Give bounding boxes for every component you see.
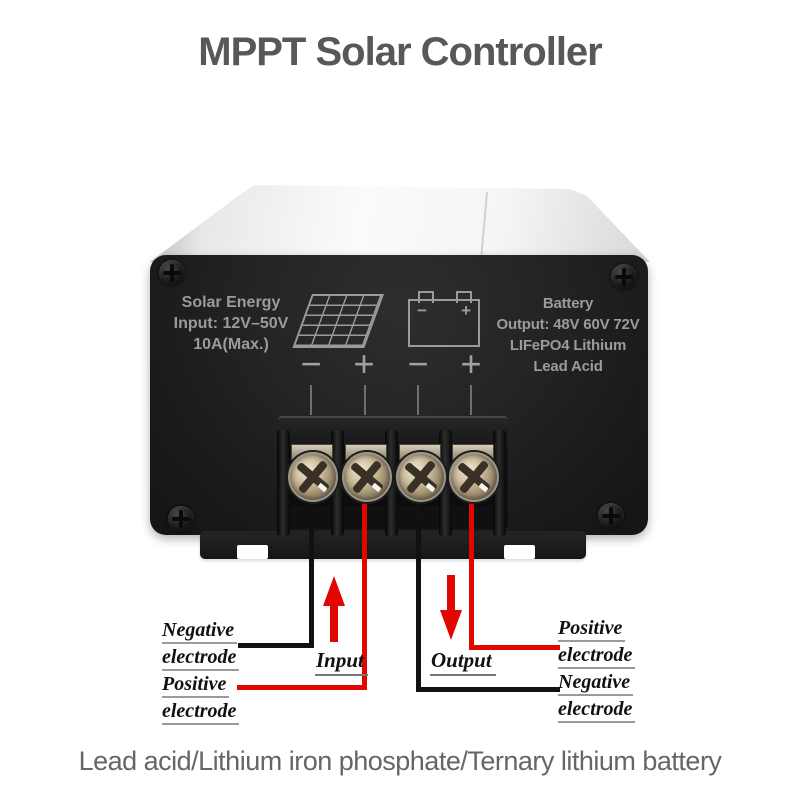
- terminal-divider-fin: [493, 430, 506, 536]
- terminal-polarity-mark: −: [407, 343, 429, 384]
- electrode-label: electrode: [558, 699, 636, 723]
- electrode-label: electrode: [162, 647, 240, 671]
- terminal-screw-icon: [341, 444, 392, 508]
- arrow-shaft: [447, 575, 455, 612]
- wire-input-negative: [238, 643, 314, 648]
- solar-spec-line: 10A(Max.): [193, 336, 269, 353]
- electrode-label: Negative: [558, 672, 634, 696]
- terminal-divider-fin: [331, 430, 344, 536]
- battery-icon: − +: [408, 291, 480, 347]
- battery-output-spec: Battery Output: 48V 60V 72V LIFePO4 Lith…: [484, 293, 652, 377]
- right-electrode-labels: Positive electrode Negative electrode: [558, 618, 636, 726]
- screw-head: [342, 452, 392, 502]
- electrode-label: Positive: [162, 674, 230, 698]
- wire-input-positive: [362, 486, 367, 690]
- battery-spec-line: LIFePO4 Lithium: [509, 337, 627, 354]
- terminal-polarity-mark: −: [300, 343, 322, 384]
- solar-input-spec: Solar Energy Input: 12V–50V 10A(Max.): [150, 292, 312, 355]
- page-title: MPPT Solar Controller: [198, 30, 603, 74]
- screw-head: [449, 452, 499, 502]
- battery-body: − +: [408, 299, 480, 347]
- left-electrode-labels: Negative electrode Positive electrode: [162, 620, 240, 728]
- terminal-tick: [310, 385, 312, 415]
- battery-minus-sign: −: [417, 301, 427, 320]
- screw-head: [288, 452, 338, 502]
- terminal-divider-fin: [277, 430, 290, 536]
- corner-screw-icon: [598, 503, 624, 529]
- wire-output-positive: [469, 486, 474, 650]
- arrow-head: [440, 610, 462, 640]
- terminal-tick: [417, 385, 419, 415]
- terminal-tick: [364, 385, 366, 415]
- battery-terminal-tab: [418, 291, 434, 303]
- input-arrow-icon: [323, 576, 345, 642]
- wire-output-negative: [416, 486, 421, 692]
- solar-spec-line: Input: 12V–50V: [173, 315, 289, 332]
- corner-screw-icon: [611, 264, 637, 290]
- wire-output-negative: [416, 687, 560, 692]
- terminal-screw-icon: [287, 444, 338, 508]
- screw-slot: [179, 510, 183, 528]
- wire-input-negative: [309, 486, 314, 648]
- electrode-label: electrode: [162, 701, 240, 725]
- terminal-tick: [470, 385, 472, 415]
- terminal-screw-icon: [448, 444, 499, 508]
- terminal-divider-fin: [385, 430, 398, 536]
- corner-screw-icon: [159, 260, 185, 286]
- solar-spec-line: Solar Energy: [181, 294, 281, 311]
- screw-slot: [170, 264, 174, 282]
- electrode-label: Negative: [162, 620, 238, 644]
- battery-spec-line: Lead Acid: [533, 358, 603, 375]
- arrow-shaft: [330, 604, 338, 642]
- flange-notch: [504, 545, 535, 559]
- battery-compatibility-caption: Lead acid/Lithium iron phosphate/Ternary…: [78, 746, 722, 776]
- electrode-label: electrode: [558, 645, 636, 669]
- arrow-head: [323, 576, 345, 606]
- output-arrow-icon: [440, 575, 462, 640]
- screw-slot: [622, 268, 626, 286]
- screw-head: [396, 452, 446, 502]
- terminal-polarity-mark: +: [460, 343, 482, 384]
- battery-spec-line: Output: 48V 60V 72V: [496, 316, 640, 333]
- output-label: Output: [430, 650, 496, 676]
- wire-input-positive: [237, 685, 367, 690]
- terminal-screw-icon: [395, 444, 446, 508]
- battery-plus-sign: +: [461, 301, 471, 320]
- corner-screw-icon: [168, 506, 194, 532]
- battery-spec-line: Battery: [542, 295, 594, 312]
- battery-terminal-tab: [456, 291, 472, 303]
- electrode-label: Positive: [558, 618, 626, 642]
- flange-notch: [237, 545, 268, 559]
- terminal-divider-fin: [439, 430, 452, 536]
- wire-output-positive: [469, 645, 560, 650]
- input-label: Input: [315, 650, 368, 676]
- terminal-polarity-mark: +: [353, 343, 375, 384]
- screw-slot: [609, 507, 613, 525]
- enclosure-top: [150, 185, 650, 262]
